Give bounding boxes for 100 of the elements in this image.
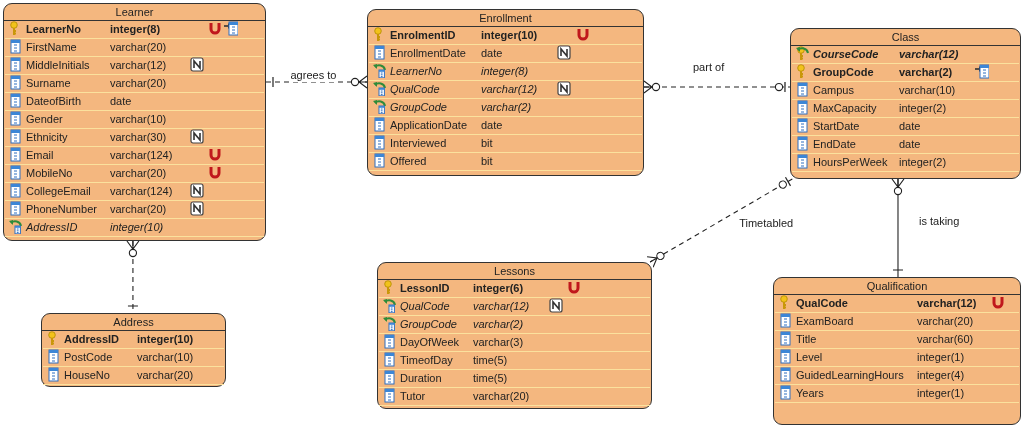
column-name: Interviewed — [390, 136, 447, 150]
column-name: LearnerNo — [26, 22, 82, 36]
column-name: DateofBirth — [26, 94, 82, 108]
column-name: AddressID — [26, 220, 78, 234]
column-name: MobileNo — [26, 166, 73, 180]
entity-table — [790, 28, 1021, 179]
column-name: Years — [796, 386, 824, 400]
data-type: varchar(10) — [899, 83, 956, 97]
data-type: varchar(10) — [137, 350, 194, 364]
entity-table — [3, 3, 266, 241]
column-name: Gender — [26, 112, 63, 126]
column-name: FirstName — [26, 40, 77, 54]
data-type: varchar(124) — [110, 184, 173, 198]
relationship-line — [646, 176, 793, 268]
entity-table — [41, 313, 226, 387]
data-type: varchar(2) — [481, 100, 532, 114]
entity-table — [367, 9, 644, 176]
data-type: varchar(20) — [110, 202, 167, 216]
column-name: GroupCode — [813, 65, 874, 79]
column-name: EnrolmentID — [390, 28, 456, 42]
data-type: integer(10) — [137, 332, 194, 346]
data-type: varchar(60) — [917, 332, 974, 346]
column-name: Surname — [26, 76, 71, 90]
data-type: time(5) — [473, 371, 508, 385]
column-name: StartDate — [813, 119, 860, 133]
column-name: CourseCode — [813, 47, 879, 61]
column-name: GroupCode — [390, 100, 447, 114]
data-type: varchar(20) — [917, 314, 974, 328]
column-name: TimeofDay — [400, 353, 453, 367]
relationship-line — [265, 75, 368, 89]
column-name: ApplicationDate — [390, 118, 468, 132]
data-type: integer(6) — [473, 281, 524, 295]
data-type: date — [481, 118, 503, 132]
data-type: varchar(30) — [110, 130, 167, 144]
data-type: integer(10) — [481, 28, 538, 42]
column-name: DayOfWeek — [400, 335, 460, 349]
column-name: PostCode — [64, 350, 113, 364]
data-type: varchar(10) — [110, 112, 167, 126]
entity-name: Lessons — [494, 264, 535, 278]
data-type: date — [481, 46, 503, 60]
data-type: varchar(20) — [110, 40, 167, 54]
column-name: Email — [26, 148, 54, 162]
data-type: varchar(12) — [899, 47, 959, 61]
edge-label: part of — [691, 61, 727, 74]
column-name: LessonID — [400, 281, 450, 295]
data-type: integer(1) — [917, 386, 965, 400]
entity-name: Enrollment — [479, 11, 532, 25]
data-type: integer(1) — [917, 350, 965, 364]
entity-name: Address — [113, 315, 154, 329]
column-name: QualCode — [796, 296, 848, 310]
relationship-line — [891, 178, 905, 278]
data-type: varchar(12) — [481, 82, 538, 96]
column-name: MiddleInitials — [26, 58, 90, 72]
column-name: Tutor — [400, 389, 426, 403]
column-name: Level — [796, 350, 823, 364]
data-type: varchar(20) — [110, 76, 167, 90]
column-name: PhoneNumber — [26, 202, 97, 216]
entity-name: Qualification — [866, 279, 928, 293]
data-type: integer(8) — [481, 64, 529, 78]
column-name: EnrollmentDate — [390, 46, 466, 60]
column-name: Campus — [813, 83, 854, 97]
data-type: integer(4) — [917, 368, 965, 382]
column-name: ExamBoard — [796, 314, 854, 328]
data-type: varchar(2) — [899, 65, 953, 79]
data-type: varchar(2) — [473, 317, 524, 331]
data-type: bit — [481, 154, 493, 168]
data-type: date — [899, 137, 921, 151]
data-type: integer(10) — [110, 220, 164, 234]
data-type: varchar(20) — [137, 368, 194, 382]
column-name: GroupCode — [400, 317, 457, 331]
data-type: time(5) — [473, 353, 508, 367]
data-type: integer(2) — [899, 155, 947, 169]
relationship-line — [643, 80, 791, 94]
column-name: QualCode — [390, 82, 440, 96]
data-type: date — [899, 119, 921, 133]
column-name: QualCode — [400, 299, 450, 313]
column-name: HouseNo — [64, 368, 110, 382]
edge-label: is taking — [917, 215, 962, 228]
column-name: HoursPerWeek — [813, 155, 888, 169]
column-name: GuidedLearningHours — [796, 368, 904, 382]
column-name: Offered — [390, 154, 427, 168]
column-name: EndDate — [813, 137, 856, 151]
data-type: varchar(20) — [473, 389, 530, 403]
data-type: integer(8) — [110, 22, 161, 36]
data-type: varchar(12) — [110, 58, 167, 72]
column-name: CollegeEmail — [26, 184, 91, 198]
column-name: LearnerNo — [390, 64, 442, 78]
column-name: Ethnicity — [26, 130, 68, 144]
entity-name: Learner — [115, 5, 154, 19]
column-name: Title — [796, 332, 817, 346]
data-type: varchar(20) — [110, 166, 167, 180]
entity-name: Class — [891, 30, 920, 44]
data-type: bit — [481, 136, 493, 150]
data-type: date — [110, 94, 132, 108]
data-type: varchar(12) — [473, 299, 530, 313]
data-type: integer(2) — [899, 101, 947, 115]
entity-table — [773, 277, 1021, 425]
column-name: AddressID — [64, 332, 120, 346]
entity-table — [377, 262, 652, 409]
data-type: varchar(124) — [110, 148, 173, 162]
